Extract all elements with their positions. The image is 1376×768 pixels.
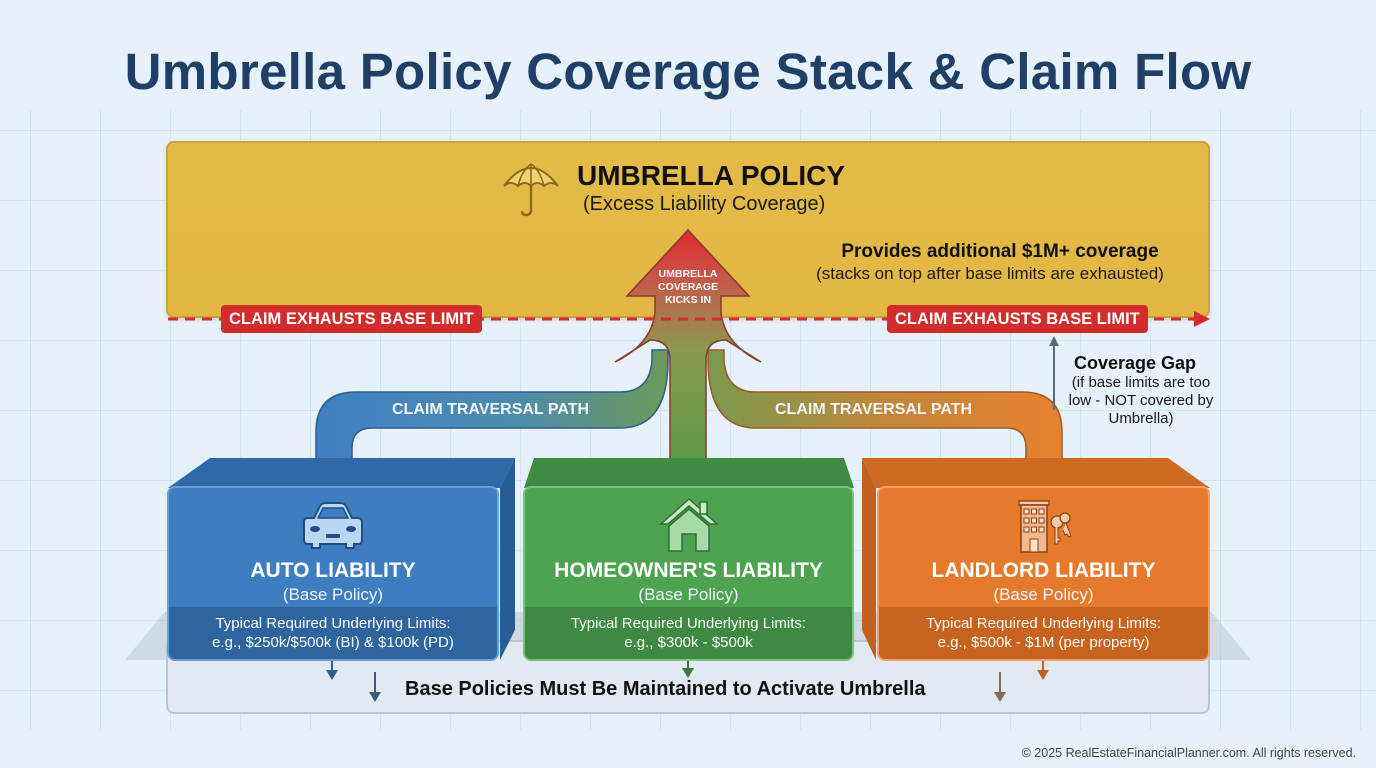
claim-limit-arrowhead (1194, 311, 1210, 327)
landlord-liability-subtitle: (Base Policy) (993, 585, 1094, 604)
auto-liability-card: AUTO LIABILITY (Base Policy) Typical Req… (167, 486, 499, 661)
claim-path-left (315, 349, 669, 471)
umbrella-policy-title: UMBRELLA POLICY (577, 160, 846, 191)
landlord-liability-title: LANDLORD LIABILITY (931, 559, 1156, 582)
auto-liability-limits: Typical Required Underlying Limits: e.g.… (169, 607, 497, 659)
homeowners-liability-subtitle: (Base Policy) (638, 585, 739, 604)
claim-exhausts-badge-left: CLAIM EXHAUSTS BASE LIMIT (221, 305, 482, 333)
auto-liability-title: AUTO LIABILITY (250, 559, 416, 582)
umbrella-icon (503, 163, 559, 217)
down-arrows (326, 660, 1049, 702)
limits-label: Typical Required Underlying Limits: (215, 615, 451, 632)
claim-path-right (707, 349, 1063, 471)
kicks-in-label: UMBRELLA COVERAGE KICKS IN (640, 268, 736, 307)
homeowners-liability-card: HOMEOWNER'S LIABILITY (Base Policy) Typi… (523, 486, 854, 661)
landlord-box-top (862, 458, 1210, 488)
limits-label: Typical Required Underlying Limits: (570, 615, 807, 632)
auto-liability-subtitle: (Base Policy) (282, 585, 384, 604)
copyright-notice: © 2025 RealEstateFinancialPlanner.com. A… (1021, 746, 1356, 760)
kicks-in-line: KICKS IN (664, 294, 712, 306)
auto-box-side (500, 458, 515, 660)
limits-value: e.g., $500k - $1M (per property) (937, 634, 1150, 651)
kicks-in-line: COVERAGE (657, 281, 719, 293)
stacks-note: (stacks on top after base limits are exh… (816, 264, 1164, 283)
house-icon (658, 497, 719, 552)
claim-path-label-left: CLAIM TRAVERSAL PATH (392, 401, 590, 418)
auto-box-top (168, 458, 515, 488)
home-box-top (524, 458, 854, 488)
umbrella-policy-subtitle: (Excess Liability Coverage) (583, 193, 826, 215)
car-icon (303, 502, 363, 549)
claim-path-label-right: CLAIM TRAVERSAL PATH (775, 401, 973, 418)
limits-value: e.g., $300k - $500k (624, 634, 753, 651)
coverage-gap-note: (if base limits are too low - NOT covere… (1068, 374, 1214, 427)
landlord-box-side (862, 458, 876, 660)
provides-coverage-text: Provides additional $1M+ coverage (841, 241, 1159, 262)
coverage-gap-title: Coverage Gap (1074, 353, 1197, 373)
umbrella-kicks-in-arrow (614, 228, 762, 471)
building-keys-icon (1017, 500, 1072, 553)
claim-exhausts-badge-right: CLAIM EXHAUSTS BASE LIMIT (887, 305, 1148, 333)
homeowners-liability-limits: Typical Required Underlying Limits: e.g.… (525, 607, 852, 659)
limits-label: Typical Required Underlying Limits: (925, 615, 1162, 632)
landlord-liability-card: LANDLORD LIABILITY (Base Policy) Typical… (877, 486, 1210, 661)
limits-value: e.g., $250k/$500k (BI) & $100k (PD) (212, 634, 454, 651)
landlord-liability-limits: Typical Required Underlying Limits: e.g.… (879, 607, 1208, 659)
base-policies-message: Base Policies Must Be Maintained to Acti… (405, 678, 926, 700)
page-title: Umbrella Policy Coverage Stack & Claim F… (124, 43, 1252, 100)
homeowners-liability-title: HOMEOWNER'S LIABILITY (554, 559, 823, 582)
kicks-in-line: UMBRELLA (658, 268, 718, 280)
coverage-gap-arrowhead (1049, 336, 1059, 346)
